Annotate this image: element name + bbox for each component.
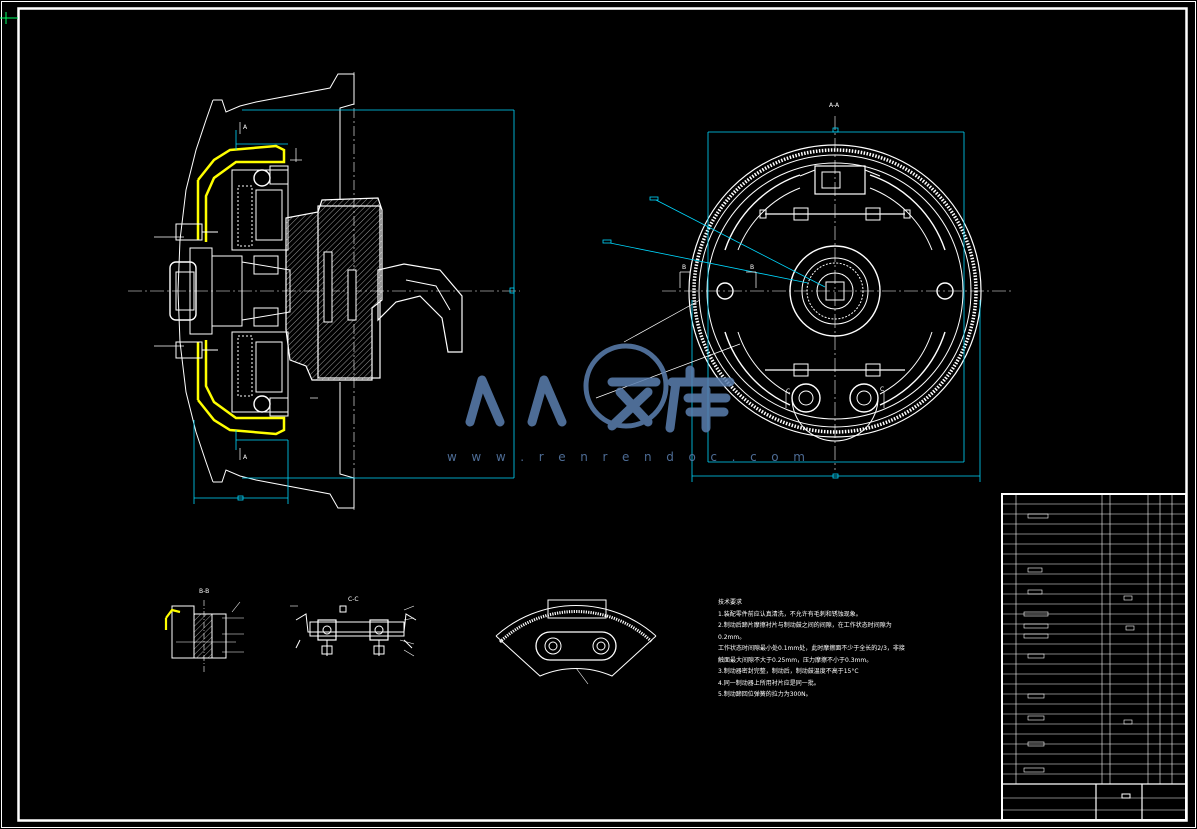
detail-view-bb <box>164 600 244 672</box>
cut-mark-b-right: B <box>750 264 755 271</box>
section-aa-label: A-A <box>829 102 840 109</box>
requirement-line: 3.制动器密封完整，制动后，制动鼓温度不高于15°C <box>718 668 859 675</box>
requirement-line: 2.制动后蹄片摩擦衬片与制动鼓之间的间隙，在工作状态时间隙为 <box>718 622 892 629</box>
technical-requirements-title: 技术要求 <box>718 599 743 606</box>
requirement-line: 0.2mm。 <box>718 633 746 641</box>
requirement-line: 触面最大间隙不大于0.25mm，压力摩擦不小于0.3mm。 <box>718 656 873 664</box>
requirement-line: 5.制动蹄回位弹簧的拉力为300N。 <box>718 691 812 698</box>
brake-front-view <box>595 116 1012 482</box>
detail-view-shoe-segment <box>495 599 657 685</box>
section-bb-label: B-B <box>199 588 210 595</box>
requirement-line: 4.同一制动器上所用衬片应是同一批。 <box>718 679 820 687</box>
detail-view-cc <box>290 605 417 657</box>
cut-mark-c-right: C <box>880 386 885 393</box>
cut-mark-a-bottom: A <box>243 454 248 461</box>
watermark-url: w w w . r e n r e n d o c . c o m <box>447 450 811 464</box>
cut-mark-b-left: B <box>682 264 687 271</box>
brake-section-view <box>128 72 520 510</box>
title-block <box>1001 493 1187 821</box>
section-cc-label: C-C <box>348 596 359 603</box>
watermark-logo <box>465 343 735 433</box>
requirement-line: 1.装配零件前应认真清洗，不允许有毛刺和锈蚀现象。 <box>718 610 862 618</box>
cut-mark-a-top: A <box>243 124 248 131</box>
cut-mark-c-left: C <box>786 388 791 395</box>
requirement-line: 工作状态时间隙最小处0.1mm处，此时摩擦面不少于全长的2/3，非接 <box>718 645 905 652</box>
technical-requirements: 技术要求 1.装配零件前应认真清洗，不允许有毛刺和锈蚀现象。 2.制动后蹄片摩擦… <box>718 597 943 701</box>
